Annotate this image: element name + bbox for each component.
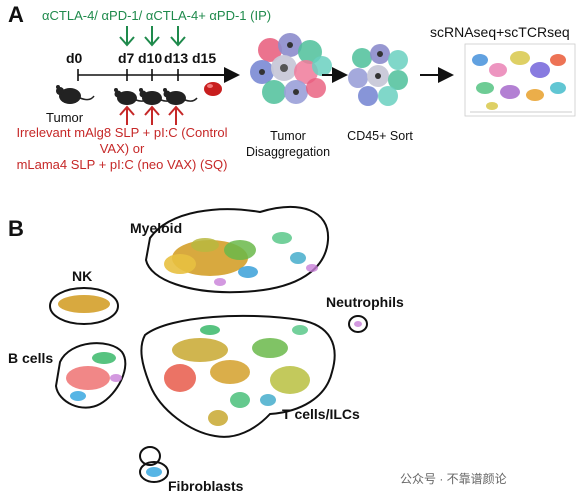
cluster-label-b-cells: B cells	[8, 350, 54, 366]
nk-outline	[49, 287, 119, 325]
timeline	[77, 69, 200, 81]
step-disaggregation-2: Disaggregation	[245, 145, 331, 159]
myeloid-outline	[144, 206, 330, 294]
day-label-d13: d13	[164, 50, 189, 66]
day-label-d7: d7	[118, 50, 135, 66]
nk-cluster	[58, 295, 110, 313]
treatment-label: αCTLA-4/ αPD-1/ αCTLA-4+ αPD-1 (IP)	[42, 8, 272, 23]
mouse-icons	[56, 85, 198, 105]
cluster-label-myeloid: Myeloid	[130, 220, 183, 236]
b-cells-cluster	[66, 352, 122, 401]
step-disaggregation-1: Tumor	[270, 129, 306, 143]
tumor-label: Tumor	[46, 110, 84, 125]
sorted-cells-illustration	[348, 44, 408, 106]
vax-line-1: Irrelevant mAlg8 SLP + pI:C (Control	[16, 125, 228, 140]
day-label-d10: d10	[138, 50, 163, 66]
panel-b-label: B	[8, 216, 24, 241]
day-label-d0: d0	[66, 50, 83, 66]
cluster-label-neutrophils: Neutrophils	[326, 294, 404, 310]
fibroblasts-outline-2	[139, 461, 169, 483]
t-cells-outline	[140, 314, 336, 438]
watermark: 公众号 · 不靠谱颜论	[400, 472, 507, 486]
cluster-label-fibroblasts: Fibroblasts	[168, 478, 244, 494]
vaccine-arrows	[119, 105, 184, 125]
vax-line-2: VAX) or	[99, 141, 145, 156]
cluster-label-nk: NK	[72, 268, 93, 284]
tumor-icon	[204, 82, 222, 96]
t-cells-cluster	[164, 325, 310, 426]
fibroblasts-outline	[139, 446, 161, 466]
day-label-d15: d15	[192, 50, 217, 66]
cluster-label-t-cells: T cells/ILCs	[282, 406, 360, 422]
myeloid-cluster	[164, 232, 318, 286]
vax-line-3: mLama4 SLP + pI:C (neo VAX) (SQ)	[16, 157, 228, 172]
treatment-arrows	[119, 26, 186, 47]
b-cells-outline	[54, 342, 127, 409]
seq-title: scRNAseq+scTCRseq	[430, 24, 570, 40]
panel-a-label: A	[8, 2, 24, 27]
step-cd45-sort: CD45+ Sort	[347, 129, 413, 143]
umap-thumbnail	[464, 43, 576, 117]
neutrophils-outline	[348, 315, 368, 333]
tumor-cells-illustration	[250, 33, 332, 104]
